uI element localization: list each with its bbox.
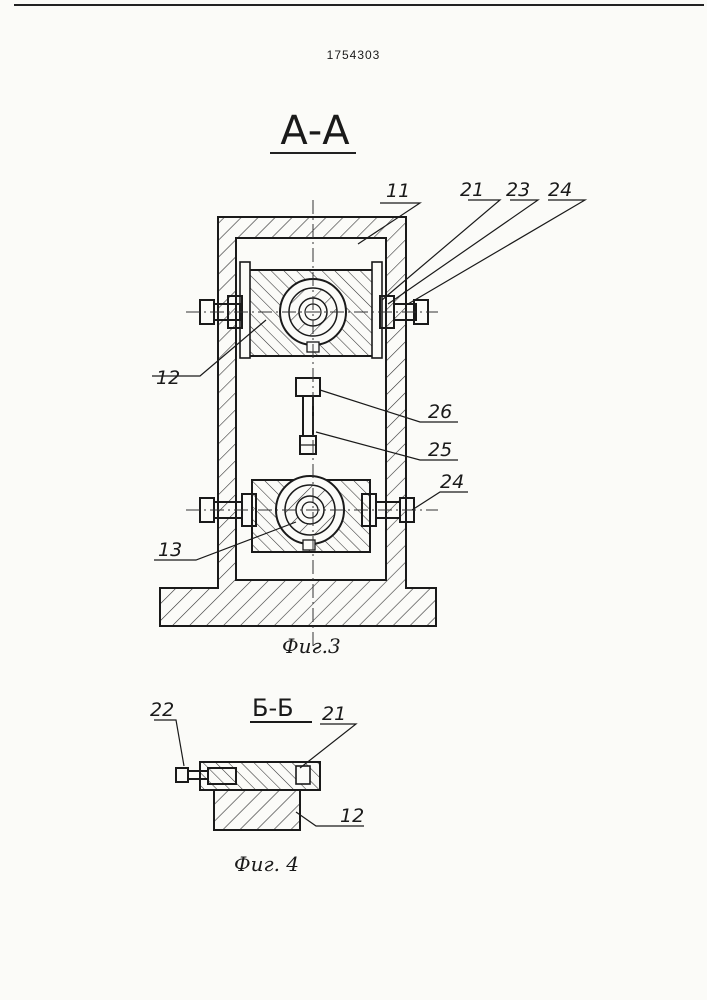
figure4-body-12 xyxy=(200,762,320,830)
callout-13: 13 xyxy=(158,539,182,561)
lower-bearing-block xyxy=(252,476,370,552)
upper-bearing-block xyxy=(240,262,382,358)
callout-12: 12 xyxy=(156,367,180,389)
fig4-callout-12: 12 xyxy=(340,805,364,827)
callout-23: 23 xyxy=(506,179,530,201)
section-bb-title: Б-Б xyxy=(252,694,294,722)
fig4-callout-22: 22 xyxy=(150,699,174,721)
callout-24-upper: 24 xyxy=(548,179,572,201)
callout-11: 11 xyxy=(386,180,410,202)
callout-26: 26 xyxy=(428,401,452,423)
fig4-callout-21: 21 xyxy=(322,703,346,725)
callout-21: 21 xyxy=(460,179,484,201)
callout-25: 25 xyxy=(428,439,452,461)
callout-24-lower: 24 xyxy=(440,471,464,493)
